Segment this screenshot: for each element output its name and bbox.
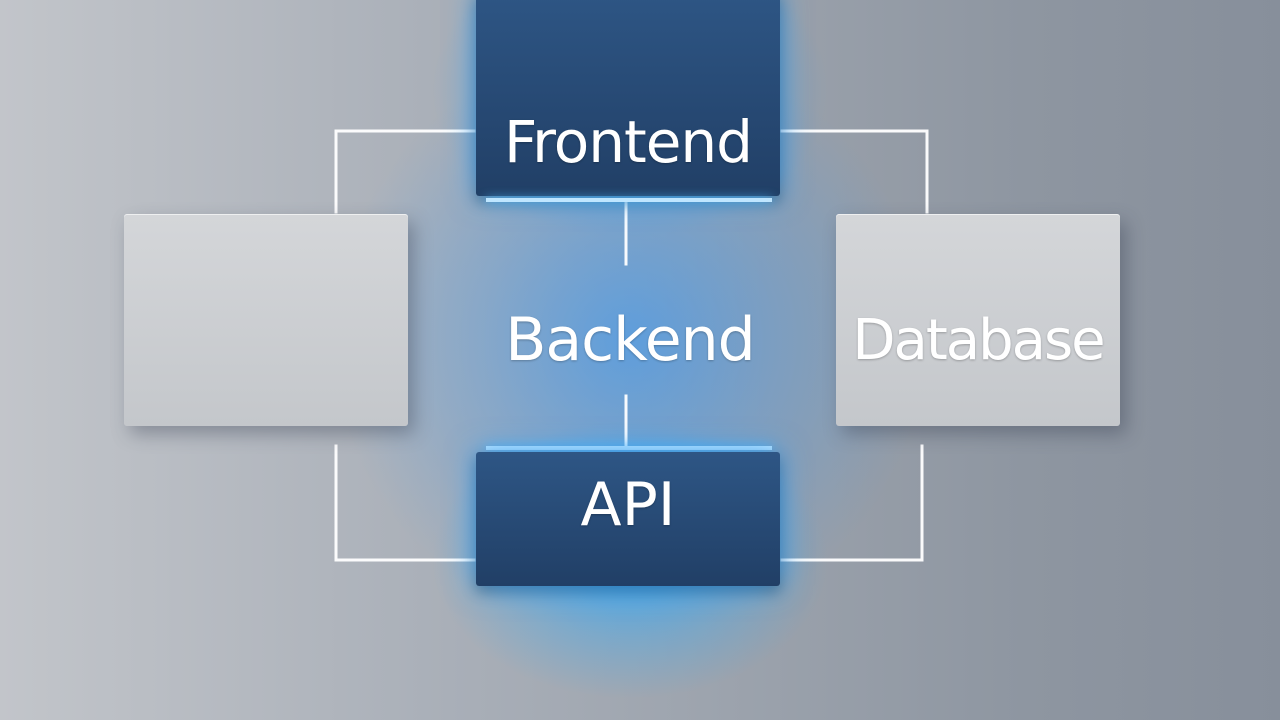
api-node — [476, 452, 780, 586]
connector-right-top — [780, 129, 929, 214]
frontend-node — [476, 0, 780, 196]
frontend-label: Frontend — [504, 108, 753, 176]
database-node — [836, 214, 1120, 426]
frontend-node-glow-edge — [486, 198, 772, 202]
api-node-glow-edge — [486, 446, 772, 450]
connector-left-top — [334, 129, 476, 214]
backend-label: Backend — [505, 305, 756, 375]
database-label: Database — [852, 308, 1105, 373]
left-node — [124, 214, 408, 426]
api-label: API — [580, 470, 676, 540]
connector-right-bottom — [780, 444, 924, 562]
connector-left-bottom — [334, 444, 476, 562]
